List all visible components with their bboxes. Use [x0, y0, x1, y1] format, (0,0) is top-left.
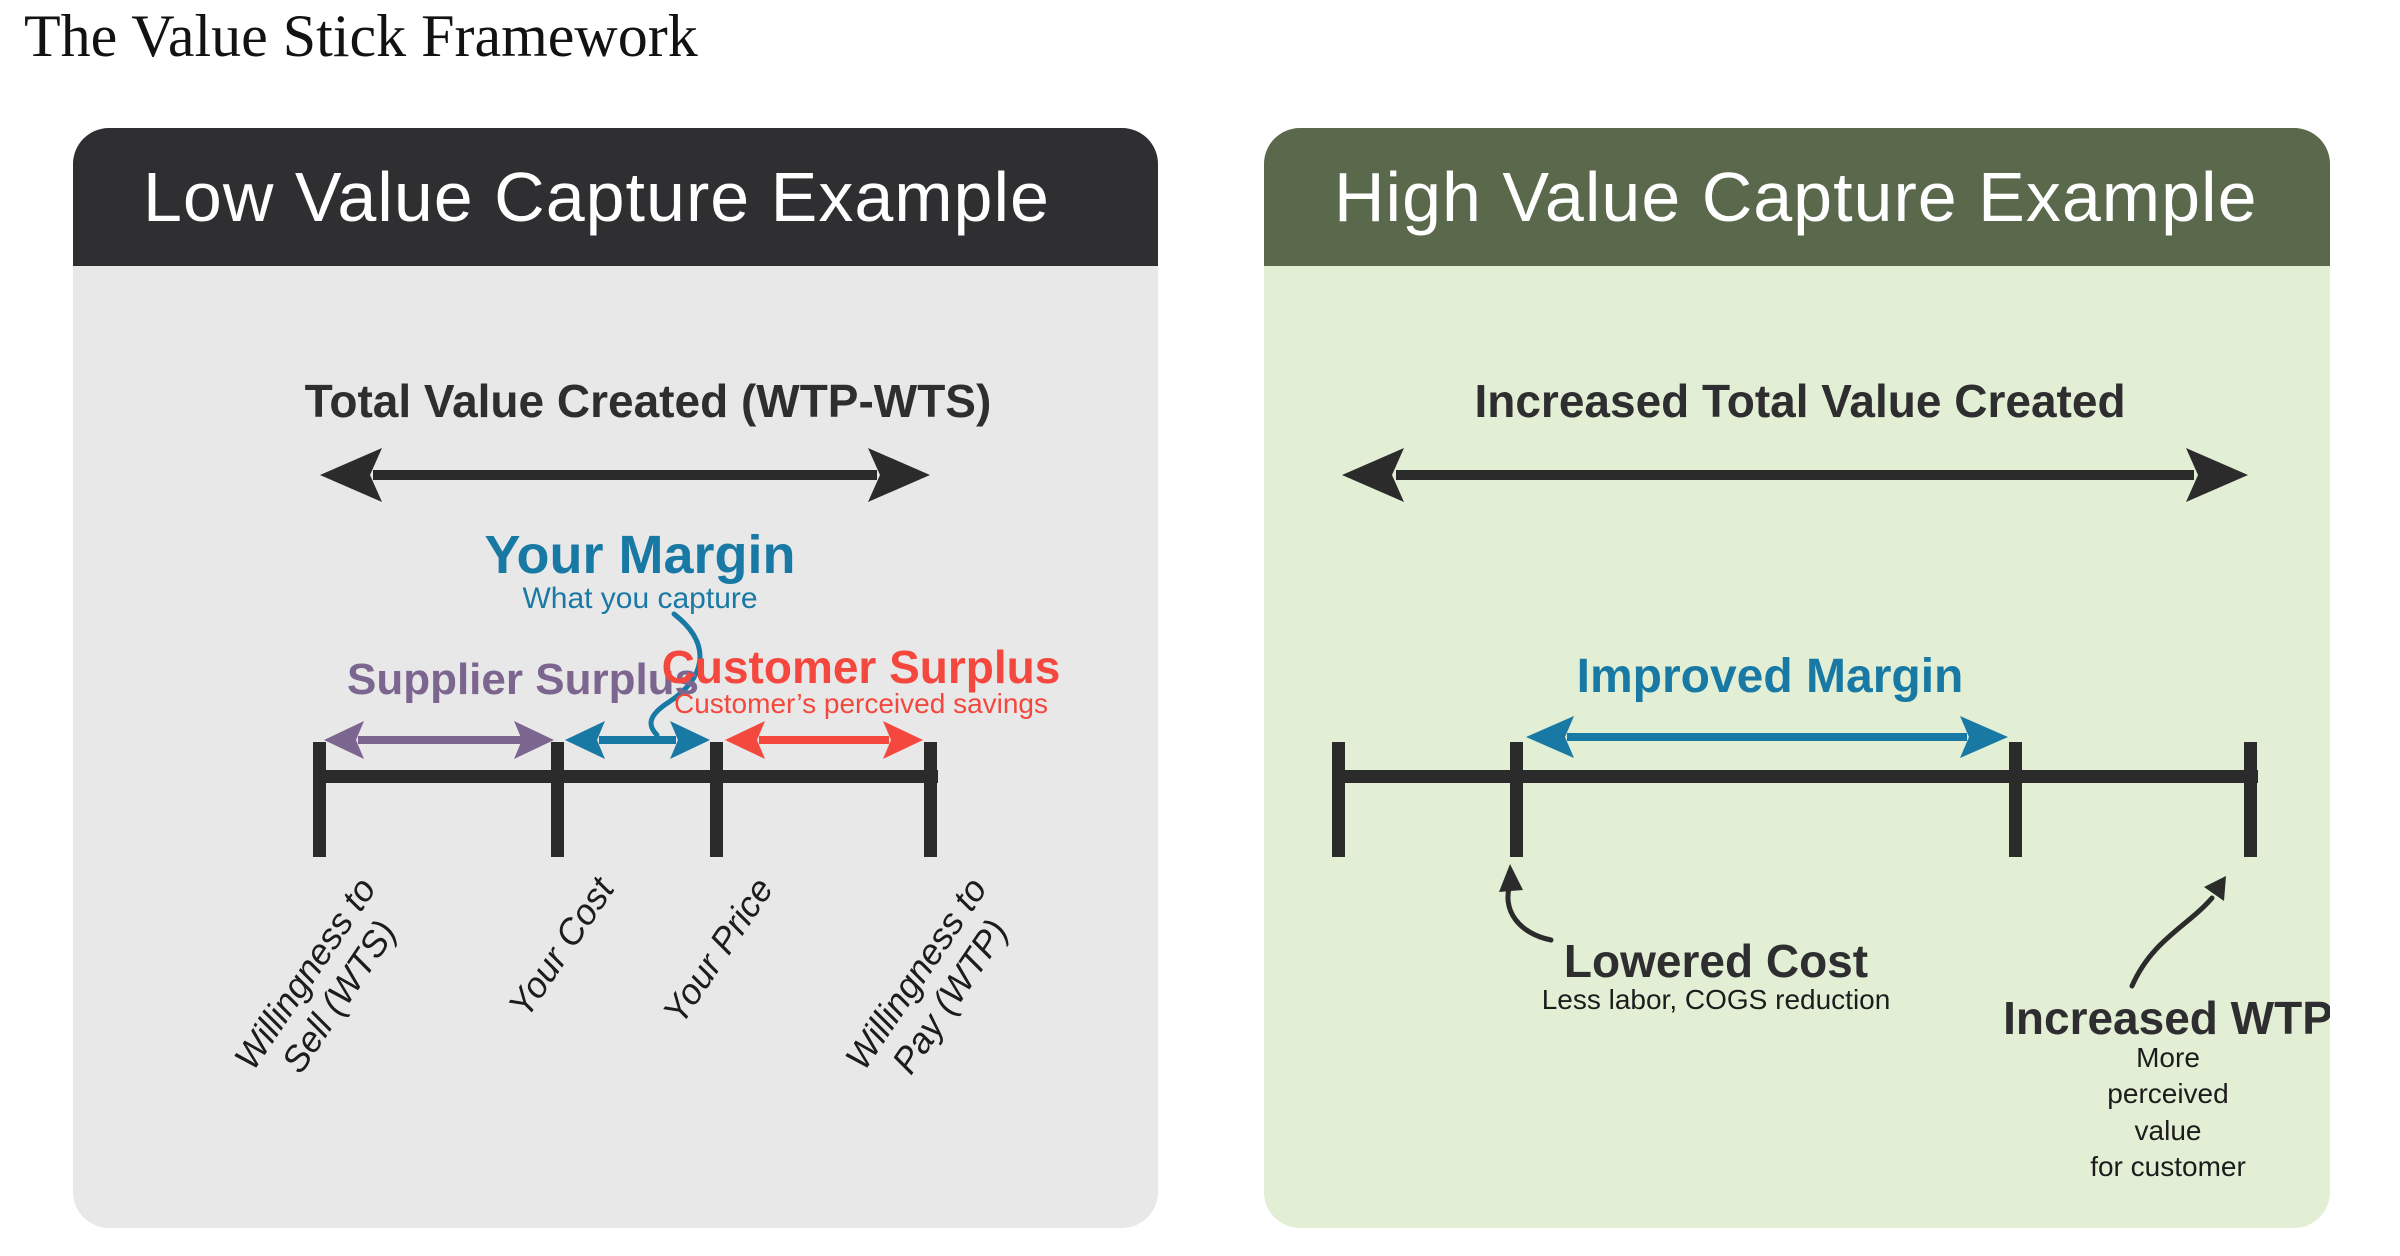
- page-title: The Value Stick Framework: [24, 3, 698, 69]
- customer-surplus-label: Customer Surplus: [661, 641, 1061, 693]
- low-value-capture-title: Low Value Capture Example: [143, 158, 1050, 236]
- high-value-capture-title: High Value Capture Example: [1334, 158, 2258, 236]
- increased-wtp-sublabel: More perceived value for customer: [2090, 1042, 2246, 1183]
- high-value-capture-header: High Value Capture Example: [1264, 128, 2330, 266]
- axis-label-wts: Willingness to Sell (WTS): [225, 870, 405, 1081]
- value-stick: [313, 742, 938, 857]
- value-stick: [1332, 742, 2258, 857]
- total-value-label: Total Value Created (WTP-WTS): [304, 375, 992, 427]
- supplier-surplus-label: Supplier Surplus: [346, 655, 700, 704]
- increased-total-value-arrow: [1342, 448, 2248, 502]
- axis-label-your-price: Your Price: [654, 870, 781, 1031]
- improved-margin-arrow: [1526, 716, 2008, 758]
- high-value-capture-panel: High Value Capture Example: [1264, 128, 2330, 1228]
- lowered-cost-sublabel: Less labor, COGS reduction: [1541, 984, 1891, 1015]
- increased-wtp-callout-arrow: [2129, 876, 2226, 989]
- improved-margin-label: Improved Margin: [1576, 650, 1964, 703]
- axis-label-wtp: Willingness to Pay (WTP): [836, 870, 1017, 1081]
- increased-wtp-label: Increased WTP: [2003, 992, 2330, 1044]
- increased-total-value-label: Increased Total Value Created: [1474, 375, 2126, 427]
- lowered-cost-label: Lowered Cost: [1563, 935, 1869, 987]
- supplier-surplus-arrow: [324, 721, 554, 759]
- total-value-arrow: [320, 448, 930, 502]
- lowered-cost-callout-arrow: [1499, 864, 1554, 943]
- your-margin-label: Your Margin: [484, 525, 796, 585]
- your-margin-arrow: [565, 721, 710, 759]
- customer-surplus-arrow: [725, 721, 923, 759]
- axis-label-your-cost: Your Cost: [499, 870, 622, 1024]
- your-margin-sublabel: What you capture: [522, 582, 758, 615]
- low-value-capture-panel: Low Value Capture Example: [73, 128, 1158, 1228]
- low-value-capture-header: Low Value Capture Example: [73, 128, 1158, 266]
- customer-surplus-sublabel: Customer’s perceived savings: [673, 688, 1049, 719]
